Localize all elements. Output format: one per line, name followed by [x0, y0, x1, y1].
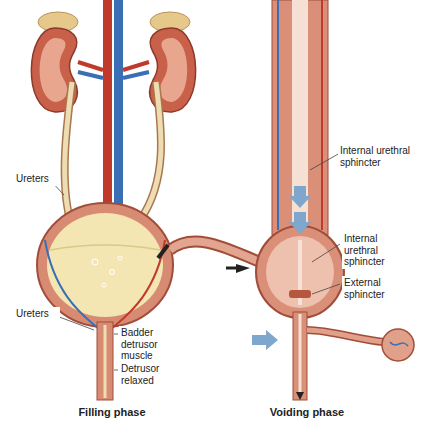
- vena-cava: [114, 0, 123, 215]
- vessel: [277, 0, 279, 230]
- pressure-arrow: [289, 212, 311, 234]
- flow-arrow: [226, 267, 238, 270]
- urethra: [97, 322, 113, 400]
- leader-line: [54, 315, 94, 330]
- part-label: Detrusor relaxed: [119, 362, 175, 387]
- phase-caption: Filling phase: [55, 405, 169, 420]
- renal-vein: [78, 72, 103, 78]
- flow-arrow: [296, 392, 304, 400]
- bubble: [118, 256, 122, 260]
- connector-tube: [170, 242, 260, 262]
- flow-arrow: [236, 264, 250, 273]
- renal-artery: [78, 62, 103, 70]
- ureter: [140, 82, 161, 220]
- leader-line: [310, 153, 340, 170]
- kidney-inner: [40, 38, 68, 102]
- marker: [158, 245, 168, 258]
- urethra-lumen: [104, 325, 107, 398]
- leader-line: [312, 284, 340, 294]
- vessel: [321, 0, 323, 230]
- aorta: [103, 0, 112, 215]
- leader-line: [114, 370, 118, 371]
- part-label: Ureters: [14, 307, 60, 321]
- part-label: Internal urethral sphincter: [338, 144, 424, 169]
- gland: [382, 329, 414, 361]
- bubble: [92, 259, 98, 265]
- ureter: [65, 82, 72, 220]
- leader-line: [114, 334, 118, 335]
- part-label: External sphincter: [342, 276, 408, 301]
- voiding-tube: [272, 0, 328, 235]
- phase-caption: Voiding phase: [250, 405, 364, 420]
- kidney-inner: [160, 38, 188, 102]
- part-label: Badder detrusor muscle: [119, 326, 175, 363]
- pressure-arrow: [289, 186, 311, 208]
- leader-line: [312, 244, 340, 262]
- bubble: [110, 270, 115, 275]
- part-label: Ureters: [14, 172, 60, 186]
- urethra-lumen: [299, 314, 302, 392]
- urine: [47, 213, 163, 317]
- renal-vein: [123, 72, 149, 78]
- renal-artery: [123, 62, 149, 70]
- bubble: [102, 283, 106, 287]
- duct: [307, 330, 384, 342]
- urethra: [293, 312, 307, 400]
- bladder-wall: [256, 226, 344, 318]
- bladder-inner: [266, 236, 334, 308]
- part-label: Internal urethral sphincter: [342, 232, 402, 269]
- connector-tube: [170, 242, 260, 262]
- vessel: [110, 240, 165, 330]
- ureter: [140, 82, 161, 220]
- ureter: [65, 82, 72, 220]
- pressure-arrow: [252, 330, 278, 350]
- urine-surface: [50, 245, 160, 250]
- duct: [307, 330, 384, 342]
- sphincter-ring: [289, 290, 311, 298]
- vessel: [390, 342, 408, 346]
